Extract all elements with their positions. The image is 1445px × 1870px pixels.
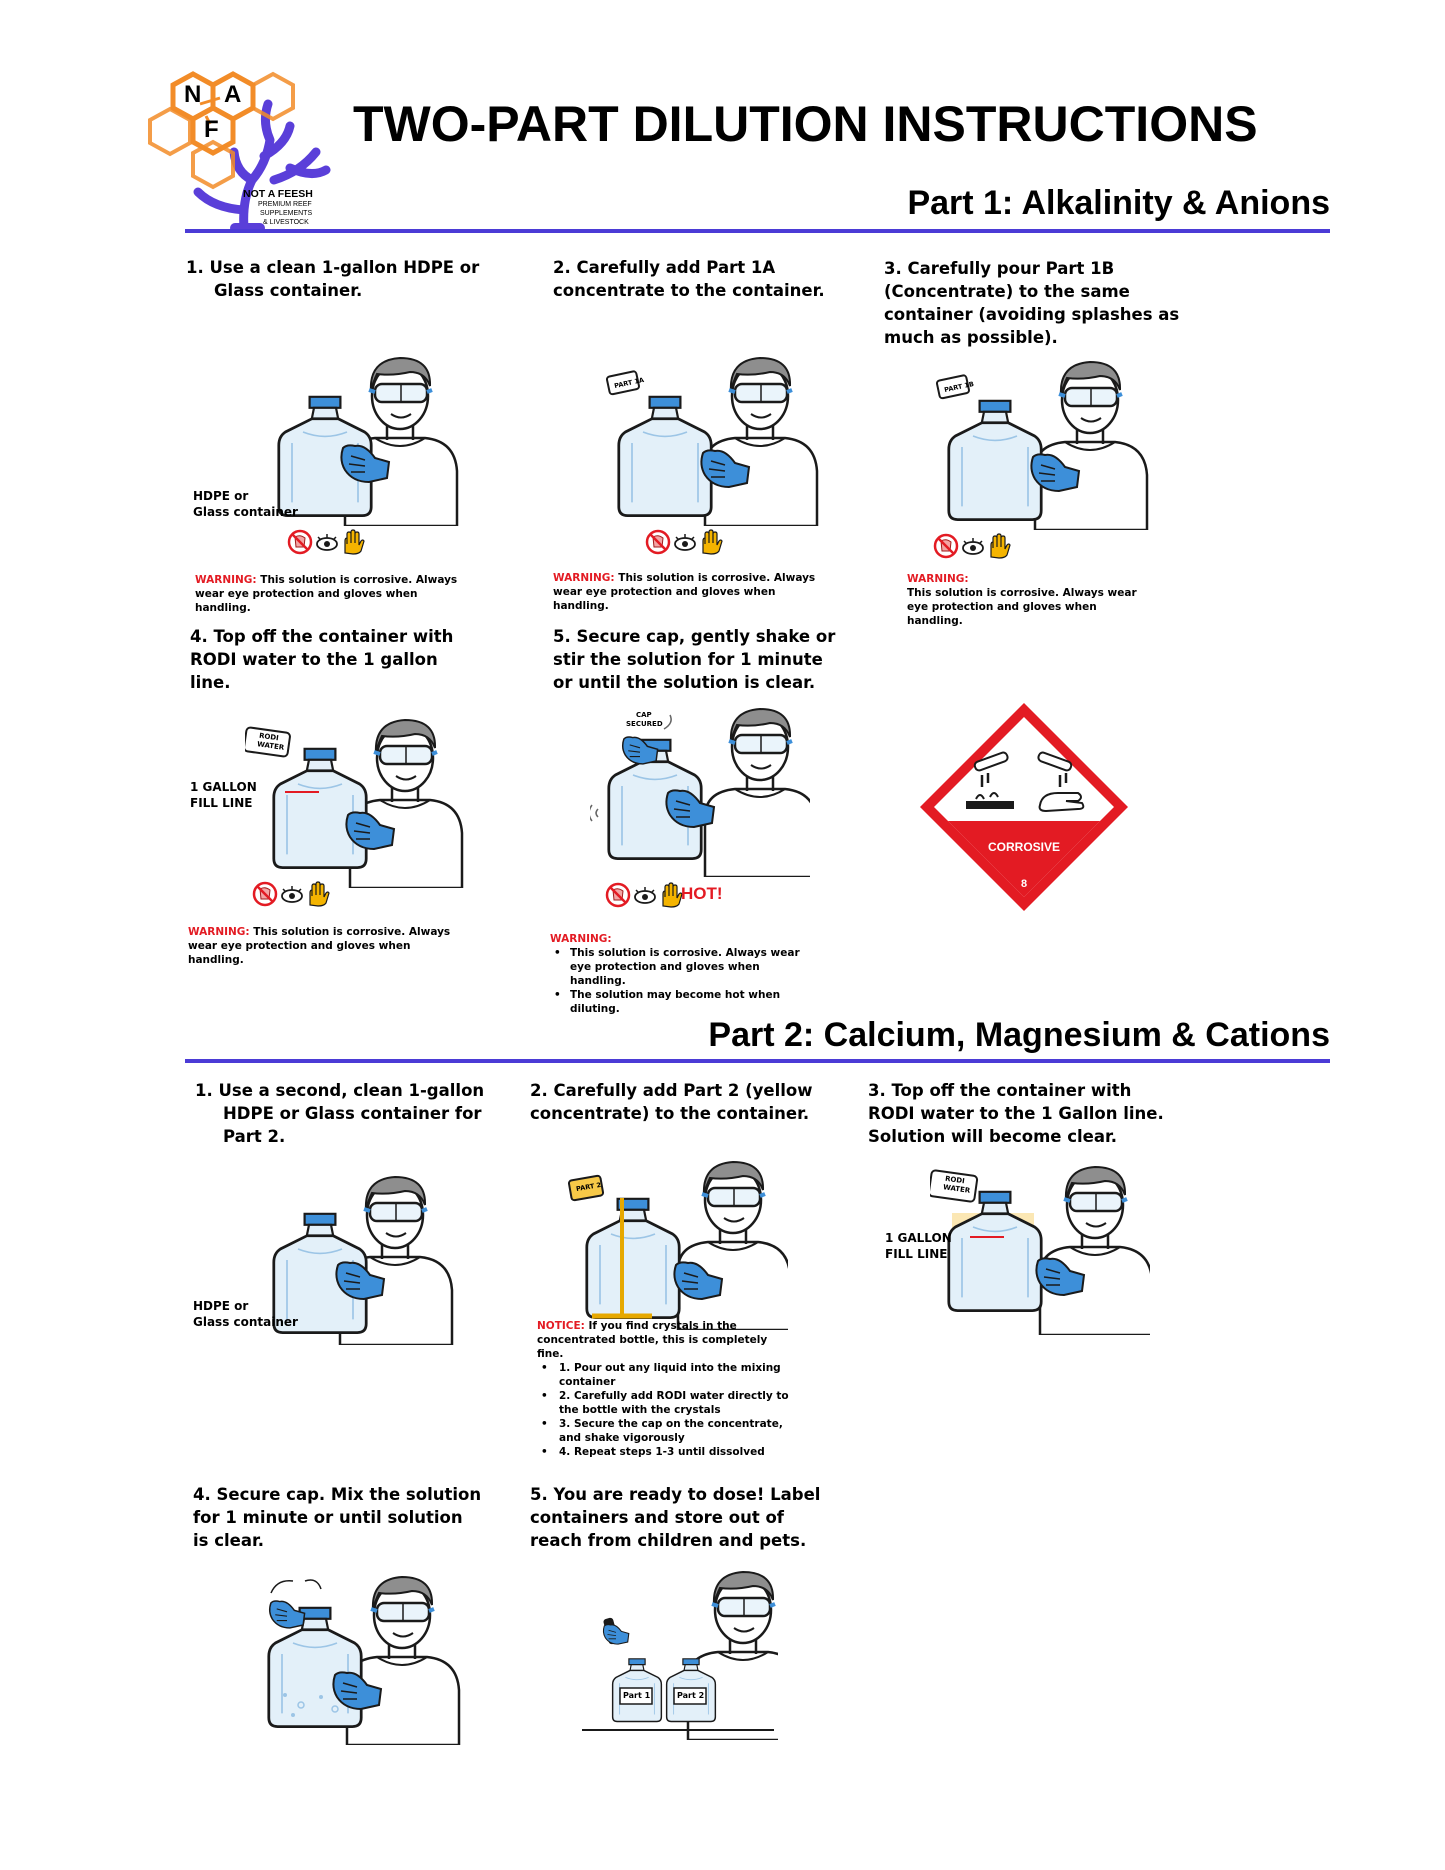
part1-step1-text: 1. Use a clean 1-gallon HDPE or Glass co… <box>186 258 480 300</box>
part2-step4-text: 4. Secure cap. Mix the solution for 1 mi… <box>193 1485 482 1550</box>
part1-step2-illustration: PART 1A <box>600 338 820 528</box>
warning-list: This solution is corrosive. Always wear … <box>550 946 815 1016</box>
part1-step4-text: 4. Top off the container with RODI water… <box>190 627 454 692</box>
hazard-class-number: 8 <box>1020 878 1028 890</box>
naf-logo: N A F NOT A FEESH PREMIUM REEF SUPPLEMEN… <box>140 60 340 238</box>
person-shaking-jug <box>588 707 819 877</box>
safety-icons <box>645 529 725 555</box>
part2-step3-fill-line-label-2: FILL LINE <box>885 1247 948 1261</box>
part1-step4-fill-line-label-2: FILL LINE <box>190 796 253 810</box>
hazard-text: CORROSIVE <box>987 840 1060 854</box>
logo-graphic <box>148 71 331 233</box>
part1-step1-warning: WARNING: This solution is corrosive. Alw… <box>195 573 465 615</box>
warning-label: WARNING: <box>550 933 612 945</box>
notice-list-item: 1. Pour out any liquid into the mixing c… <box>537 1361 792 1389</box>
part1-step3-illustration: PART 1B <box>930 342 1150 532</box>
notice-label: NOTICE: <box>537 1320 585 1332</box>
page-title: TWO-PART DILUTION INSTRUCTIONS <box>353 96 1258 152</box>
part2-step3-illustration: RODI WATER <box>927 1155 1154 1345</box>
logo-letter-a: A <box>224 81 242 108</box>
part2-step5-illustration: Part 1 Part 2 <box>578 1560 802 1750</box>
logo-tagline-3: & LIVESTOCK <box>263 219 309 226</box>
part1-step5-warning: WARNING: This solution is corrosive. Alw… <box>550 932 815 1016</box>
cap-secured-label-2: SECURED <box>626 720 663 728</box>
warning-label: WARNING: <box>553 572 615 584</box>
safety-icons <box>252 881 332 907</box>
warning-label: WARNING: <box>188 926 250 938</box>
warning-label: WARNING: <box>907 573 969 585</box>
jar-label-part1: Part 1 <box>623 1691 651 1700</box>
person-pouring-part2 <box>567 1160 792 1330</box>
part2-step2-illustration: PART 2 <box>567 1150 792 1340</box>
part2-divider <box>185 1059 1330 1063</box>
part1-step4-fill-line-label-1: 1 GALLON <box>190 780 257 794</box>
logo-tagline-2: SUPPLEMENTS <box>260 210 313 217</box>
person-topping-off-part2 <box>927 1165 1154 1335</box>
part1-step1-illustration <box>240 338 460 528</box>
part1-step5-illustration: CAP SECURED <box>588 695 819 885</box>
part1-step4-illustration: RODI WATER <box>243 700 465 890</box>
notice-text: If you find crystals in the concentrated… <box>537 1320 768 1360</box>
warning-text: This solution is corrosive. Always wear … <box>907 587 1137 627</box>
part1-step5-text: 5. Secure cap, gently shake or stir the … <box>553 627 836 692</box>
person-adding-rodi-water <box>243 718 464 888</box>
corrosive-hazard-diamond: CORROSIVE 8 <box>918 701 1130 913</box>
logo-brand: NOT A FEESH <box>243 188 313 200</box>
safety-icons <box>605 882 685 908</box>
warning-label: WARNING: <box>195 574 257 586</box>
part2-step4-illustration <box>245 1565 465 1755</box>
part2-step2-text: 2. Carefully add Part 2 (yellow concentr… <box>530 1081 813 1123</box>
part1-step1-container-label-1: HDPE or <box>193 489 249 503</box>
part2-step2-notice: NOTICE: If you find crystals in the conc… <box>537 1319 792 1459</box>
cap-secured-label-1: CAP <box>636 711 652 719</box>
person-labeling-containers <box>582 1570 802 1740</box>
part1-step3-warning: WARNING: This solution is corrosive. Alwa… <box>907 572 1137 628</box>
notice-list-item: 4. Repeat steps 1-3 until dissolved <box>537 1445 792 1459</box>
person-mixing-solution <box>267 1575 461 1745</box>
notice-list-item: 3. Secure the cap on the concentrate, an… <box>537 1417 792 1445</box>
logo-tagline-1: PREMIUM REEF <box>258 201 312 208</box>
part1-step2-warning: WARNING: This solution is corrosive. Alw… <box>553 571 823 613</box>
part1-divider <box>185 229 1330 233</box>
part1-heading: Part 1: Alkalinity & Anions <box>907 184 1330 222</box>
part2-step3-text: 3. Top off the container with RODI water… <box>868 1081 1164 1146</box>
logo-letter-f: F <box>204 116 219 143</box>
part2-step1-container-label-2: Glass container <box>193 1315 298 1329</box>
warning-text: This solution is corrosive. Always wear … <box>188 926 451 966</box>
safety-icons <box>287 529 367 555</box>
hot-warning-label: HOT! <box>681 884 723 903</box>
part2-step1-container-label-1: HDPE or <box>193 1299 249 1313</box>
warning-text: This solution is corrosive. Always wear … <box>553 572 816 612</box>
part2-step1-text: 1. Use a second, clean 1-gallon HDPE or … <box>195 1081 485 1146</box>
jar-label-part2: Part 2 <box>677 1691 705 1700</box>
part1-step2-text: 2. Carefully add Part 1A concentrate to … <box>553 258 825 300</box>
notice-list-item: 2. Carefully add RODI water directly to … <box>537 1389 792 1417</box>
warning-list-item: This solution is corrosive. Always wear … <box>550 946 815 988</box>
person-pouring-part1a <box>605 356 819 526</box>
notice-list: 1. Pour out any liquid into the mixing c… <box>537 1361 792 1459</box>
part2-step5-text: 5. You are ready to dose! Label containe… <box>530 1485 821 1550</box>
warning-text: This solution is corrosive. Always wear … <box>195 574 458 614</box>
warning-list-item: The solution may become hot when dilutin… <box>550 988 815 1016</box>
safety-icons <box>933 533 1013 559</box>
corrosive-symbol <box>920 703 1128 911</box>
part2-heading: Part 2: Calcium, Magnesium & Cations <box>708 1016 1330 1054</box>
part2-step3-fill-line-label-1: 1 GALLON <box>885 1231 952 1245</box>
logo-letter-n: N <box>184 81 202 108</box>
person-holding-jug <box>277 356 459 526</box>
person-pouring-part1b <box>935 360 1149 530</box>
part1-step3-text: 3. Carefully pour Part 1B (Concentrate) … <box>884 259 1180 347</box>
part1-step1-container-label-2: Glass container <box>193 505 298 519</box>
part1-step4-warning: WARNING: This solution is corrosive. Alw… <box>188 925 458 967</box>
